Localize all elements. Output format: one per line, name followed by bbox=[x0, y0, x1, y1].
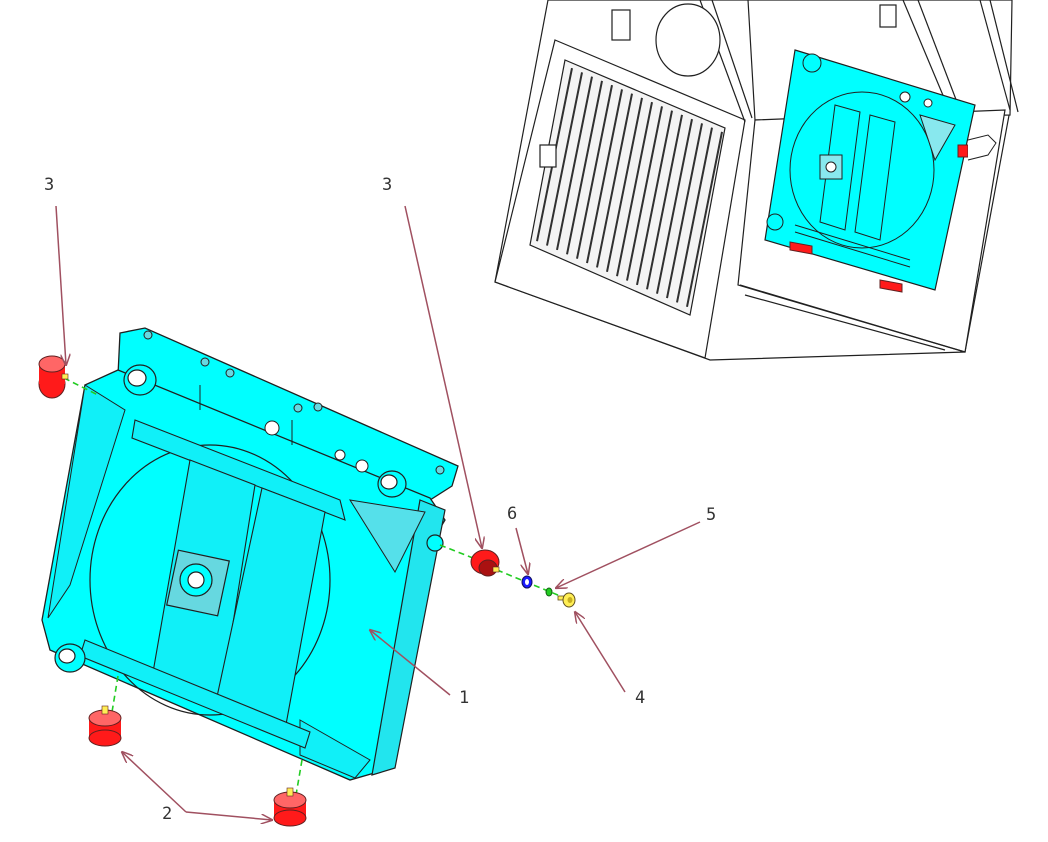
rubber-mount-bottom-left bbox=[88, 705, 122, 747]
rubber-mount-top-left bbox=[38, 355, 69, 399]
grill-slat bbox=[586, 89, 623, 264]
grill-screen bbox=[529, 59, 726, 316]
callout-3-right: 3 bbox=[382, 175, 392, 195]
fan-opening bbox=[655, 3, 721, 77]
installed-radiator bbox=[764, 49, 976, 291]
fan-ring bbox=[89, 444, 331, 716]
grill-slat bbox=[616, 101, 653, 277]
grill-slat bbox=[556, 76, 593, 251]
callout-labels: 3 3 6 5 1 4 2 bbox=[44, 175, 716, 824]
installed-mounts bbox=[789, 144, 969, 293]
grill-slat bbox=[626, 106, 663, 281]
grill-slat bbox=[676, 127, 713, 303]
rubber-mount-right bbox=[470, 549, 500, 577]
bolt-part-4 bbox=[557, 592, 576, 608]
installed-view-inset bbox=[494, 0, 1019, 361]
grill-slat bbox=[636, 110, 673, 286]
callout-4: 4 bbox=[635, 688, 645, 708]
grill-slat bbox=[576, 84, 613, 259]
grill-slat bbox=[546, 72, 583, 246]
callout-2: 2 bbox=[162, 804, 172, 824]
radiator-assembly bbox=[41, 327, 459, 781]
leader-lines bbox=[55, 205, 701, 820]
grill-slat bbox=[596, 93, 633, 268]
latch-right bbox=[879, 4, 897, 28]
grill-slat bbox=[646, 114, 683, 290]
washer-part-6 bbox=[521, 575, 533, 589]
installed-bracket bbox=[967, 134, 997, 161]
latch-top bbox=[611, 9, 631, 41]
radiator-side-tank bbox=[371, 499, 446, 776]
callout-3-left: 3 bbox=[44, 175, 54, 195]
lock-washer-part-5 bbox=[545, 587, 553, 597]
grill-slat bbox=[566, 80, 603, 255]
rubber-mount-bottom-right bbox=[273, 787, 307, 827]
hose-inlets bbox=[54, 364, 444, 673]
grill-slat bbox=[686, 131, 723, 308]
callout-1: 1 bbox=[459, 688, 469, 708]
grill-slat bbox=[656, 118, 693, 294]
grill-slat bbox=[666, 123, 703, 299]
grill-slat bbox=[606, 97, 643, 273]
fan-motor-hub bbox=[166, 549, 230, 617]
grill-latch bbox=[539, 144, 557, 168]
top-fasteners bbox=[143, 330, 445, 475]
callout-6: 6 bbox=[507, 504, 517, 524]
callout-5: 5 bbox=[706, 505, 716, 525]
